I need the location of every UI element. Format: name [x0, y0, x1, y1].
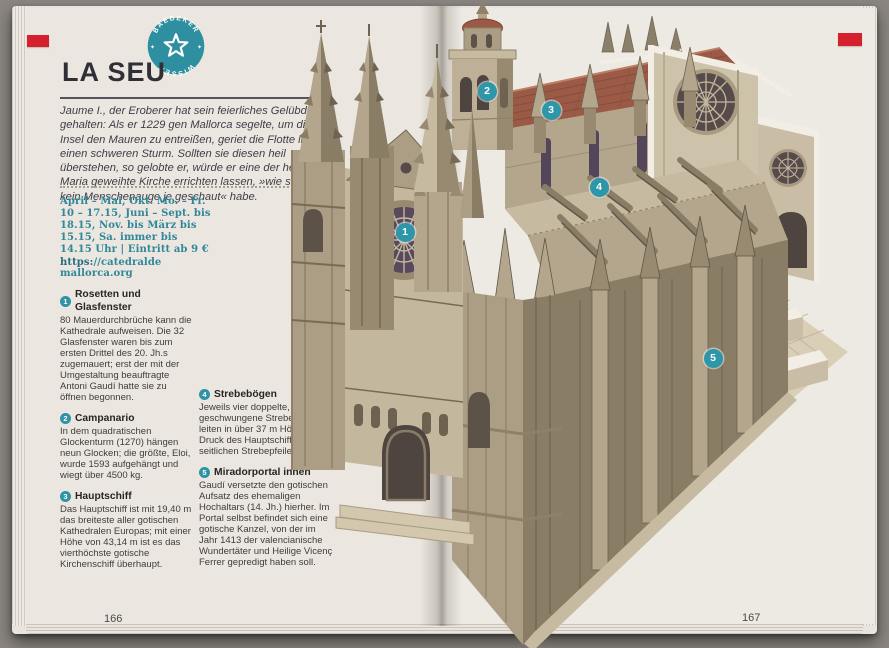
section-column-2: 4 Strebebögen Jeweils vier doppelte, weit…: [199, 388, 335, 577]
section-number-badge: 1: [60, 295, 71, 307]
page-number-left: 166: [104, 613, 123, 625]
section-number-badge: 3: [60, 491, 71, 502]
star-separator-icon: ✦: [150, 44, 155, 51]
section-column-1: 1 Rosetten und Glasfenster 80 Mauerdurchb…: [60, 288, 193, 579]
intro-quote: Jaume I., der Eroberer hat sein feierlic…: [60, 105, 327, 203]
section-number-badge: 5: [199, 467, 210, 478]
opening-hours-text: April – Mai, Okt. Mo. – Fr. 10 – 17.15, …: [60, 196, 211, 255]
bookmark-tab-right: [838, 33, 862, 46]
section-hauptschiff: 3 Hauptschiff Das Hauptschiff ist mit 19,…: [60, 490, 193, 570]
cathedral-marker-1: 1: [395, 222, 415, 242]
opening-hours: April – Mai, Okt. Mo. – Fr. 10 – 17.15, …: [60, 196, 212, 280]
section-strebeboegen: 4 Strebebögen Jeweils vier doppelte, weit…: [199, 388, 335, 457]
page-title: LA SEU: [62, 57, 167, 87]
section-body: In dem quadratischen Glockenturm (1270) …: [60, 426, 191, 481]
page-edges-left: [12, 6, 27, 626]
bookmark-tab-left: [27, 35, 49, 47]
section-title: Strebebögen: [214, 389, 277, 400]
dotted-divider: [60, 186, 333, 188]
book-gutter: [420, 6, 462, 626]
section-rosetten: 1 Rosetten und Glasfenster 80 Mauerdurchb…: [60, 288, 193, 403]
section-body: Das Hauptschiff ist mit 19,40 m das brei…: [60, 504, 192, 570]
star-separator-icon: ✦: [197, 44, 202, 51]
cathedral-marker-3: 3: [541, 100, 561, 120]
cathedral-marker-4: 4: [589, 177, 609, 197]
section-campanario: 2 Campanario In dem quadratischen Glocken…: [60, 412, 193, 481]
section-title: Rosetten und Glasfenster: [75, 289, 141, 313]
section-number-badge: 4: [199, 389, 210, 400]
section-miradorportal: 5 Miradorportal innen Gaudí versetzte den…: [199, 466, 335, 568]
star-icon: [163, 33, 189, 57]
section-body: 80 Mauerdurchbrüche kann die Kathedrale …: [60, 315, 192, 403]
section-number-badge: 2: [60, 413, 71, 424]
page-edges-bottom: [26, 624, 863, 634]
baedeker-wissen-logo: BAEDEKER WISSEN ✦ ✦: [147, 16, 205, 77]
cathedral-marker-2: 2: [477, 81, 497, 101]
section-title: Campanario: [75, 413, 135, 424]
cathedral-marker-5: 5: [703, 348, 723, 368]
right-page: [439, 8, 875, 624]
section-title: Hauptschiff: [75, 491, 132, 502]
section-body: Jeweils vier doppelte, weit geschwungene…: [199, 402, 328, 457]
title-rule: [60, 97, 333, 99]
section-body: Gaudí versetzte den gotischen Aufsatz de…: [199, 480, 333, 568]
section-title: Miradorportal innen: [214, 467, 311, 478]
page-number-right: 167: [742, 612, 761, 624]
